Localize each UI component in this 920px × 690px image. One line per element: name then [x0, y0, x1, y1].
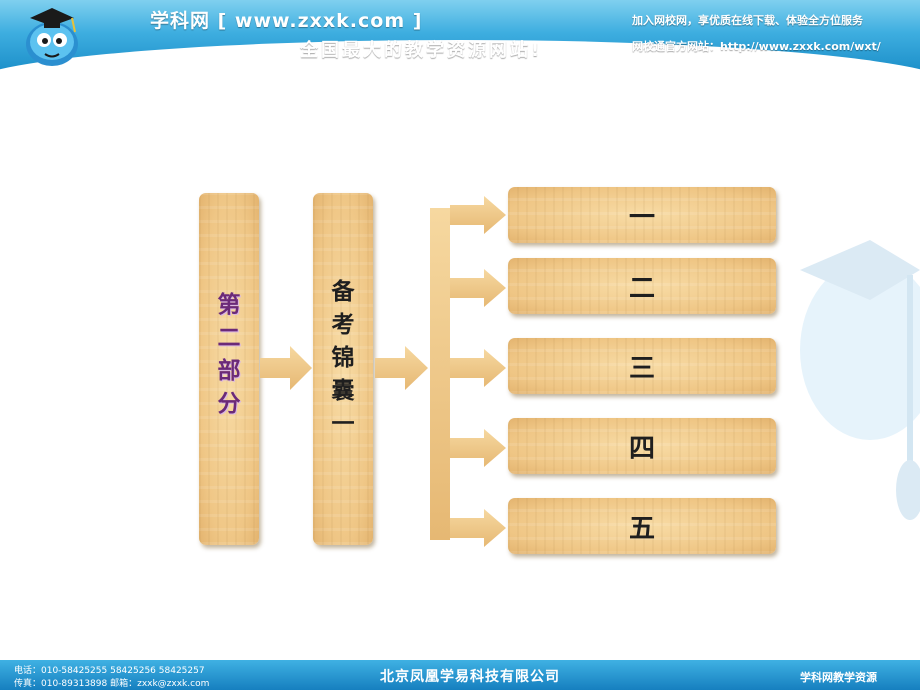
item-label: 三 [628, 353, 655, 384]
module-panel: 备 考 锦 囊 一 [313, 193, 373, 545]
part-char: 分 [217, 390, 241, 417]
item-box-2: 二 [508, 258, 776, 314]
part-char: 二 [217, 324, 241, 351]
footer-contact: 传真：010-89313898 邮箱：zxxk@zxxk.com [14, 679, 210, 689]
footer-bar: 电话：010-58425255 58425256 58425257 传真：010… [0, 660, 920, 690]
item-box-5: 五 [508, 498, 776, 554]
site-slogan: 全国最大的教学资源网站! [300, 40, 543, 61]
header-promo-line1: 加入网校网，享优质在线下载、体验全方位服务 [632, 14, 863, 27]
footer-brand: 学科网教学资源 [800, 671, 877, 684]
module-char: 囊 [331, 377, 355, 404]
branch-arrow-3 [450, 349, 506, 387]
module-char: 考 [331, 311, 355, 338]
branch-arrow-2 [450, 269, 506, 307]
branch-bracket [430, 208, 450, 540]
footer-company: 北京凤凰学易科技有限公司 [380, 669, 560, 685]
item-label: 二 [628, 273, 655, 304]
header-banner: 学科网 [ www.zxxk.com ] 全国最大的教学资源网站! 加入网校网，… [0, 0, 920, 72]
part-char: 部 [217, 357, 241, 384]
part-title: 第 二 部 分 [199, 288, 259, 420]
item-box-3: 三 [508, 338, 776, 394]
branch-arrow-1 [450, 196, 506, 234]
module-char: 一 [331, 410, 355, 437]
item-box-4: 四 [508, 418, 776, 474]
mascot-logo-icon [26, 8, 78, 66]
footer-phone: 电话：010-58425255 58425256 58425257 [14, 666, 205, 676]
module-title: 备 考 锦 囊 一 [313, 275, 373, 440]
item-label: 五 [628, 513, 655, 544]
arrow-part-to-module [260, 346, 312, 390]
module-char: 锦 [331, 344, 355, 371]
item-box-1: 一 [508, 187, 776, 243]
branch-arrow-4 [450, 429, 506, 467]
header-promo-line2: 网校通官方网站：http://www.zxxk.com/wxt/ [632, 40, 881, 53]
part-char: 第 [217, 291, 241, 318]
item-label: 四 [628, 433, 655, 464]
branch-arrow-5 [450, 509, 506, 547]
module-char: 备 [331, 278, 355, 305]
arrow-module-to-branch [375, 346, 428, 390]
item-label: 一 [628, 202, 655, 233]
site-name: 学科网 [ www.zxxk.com ] [150, 10, 423, 32]
part-panel: 第 二 部 分 [199, 193, 259, 545]
background-mascot-decoration [800, 240, 920, 520]
